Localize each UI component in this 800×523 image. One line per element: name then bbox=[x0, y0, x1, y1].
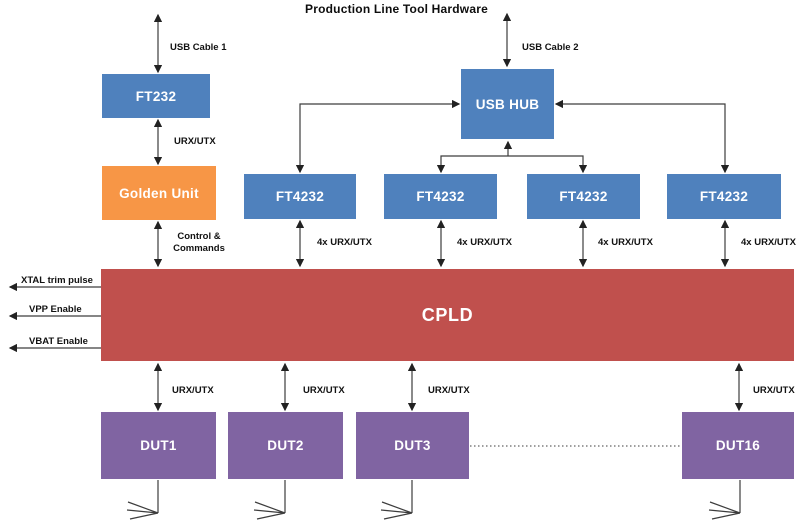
block-ft4232-2: FT4232 bbox=[384, 174, 497, 219]
usb-cable-1-label: USB Cable 1 bbox=[170, 42, 227, 53]
block-ft4232-4: FT4232 bbox=[667, 174, 781, 219]
usb-hub-ft4232-1-wire bbox=[295, 99, 461, 174]
xtal-trim-pulse-label: XTAL trim pulse bbox=[21, 275, 93, 286]
block-cpld: CPLD bbox=[101, 269, 794, 361]
4x-urx-utx-label-1: 4x URX/UTX bbox=[317, 237, 372, 248]
ground-symbol-dut16 bbox=[708, 480, 741, 520]
4x-urx-utx-label-2: 4x URX/UTX bbox=[457, 237, 512, 248]
4x-urx-utx-label-3: 4x URX/UTX bbox=[598, 237, 653, 248]
block-dut2: DUT2 bbox=[228, 412, 343, 479]
block-ft4232-1: FT4232 bbox=[244, 174, 356, 219]
block-dut3: DUT3 bbox=[356, 412, 469, 479]
vpp-enable-label: VPP Enable bbox=[29, 304, 82, 315]
usb-hub-ft4232-4-wire bbox=[554, 99, 730, 174]
block-usb-hub: USB HUB bbox=[461, 69, 554, 139]
4x-urx-utx-label-4: 4x URX/UTX bbox=[741, 237, 796, 248]
urx-utx-label-dut16: URX/UTX bbox=[753, 385, 795, 396]
urx-utx-label-top: URX/UTX bbox=[174, 136, 216, 147]
urx-utx-label-dut3: URX/UTX bbox=[428, 385, 470, 396]
block-ft232: FT232 bbox=[102, 74, 210, 118]
usb-cable-2-label: USB Cable 2 bbox=[522, 42, 579, 53]
block-dut16: DUT16 bbox=[682, 412, 794, 479]
diagram-title: Production Line Tool Hardware bbox=[305, 2, 488, 16]
urx-utx-label-dut2: URX/UTX bbox=[303, 385, 345, 396]
ground-symbol-dut2 bbox=[253, 480, 286, 520]
control-commands-label: Control & Commands bbox=[173, 231, 225, 254]
vbat-enable-label: VBAT Enable bbox=[29, 336, 88, 347]
urx-utx-label-dut1: URX/UTX bbox=[172, 385, 214, 396]
ground-symbol-dut3 bbox=[380, 480, 413, 520]
ground-symbol-dut1 bbox=[126, 480, 159, 520]
usb-hub-ft4232-23-branch bbox=[436, 155, 588, 174]
block-dut1: DUT1 bbox=[101, 412, 216, 479]
block-ft4232-3: FT4232 bbox=[527, 174, 640, 219]
block-golden-unit: Golden Unit bbox=[102, 166, 216, 220]
